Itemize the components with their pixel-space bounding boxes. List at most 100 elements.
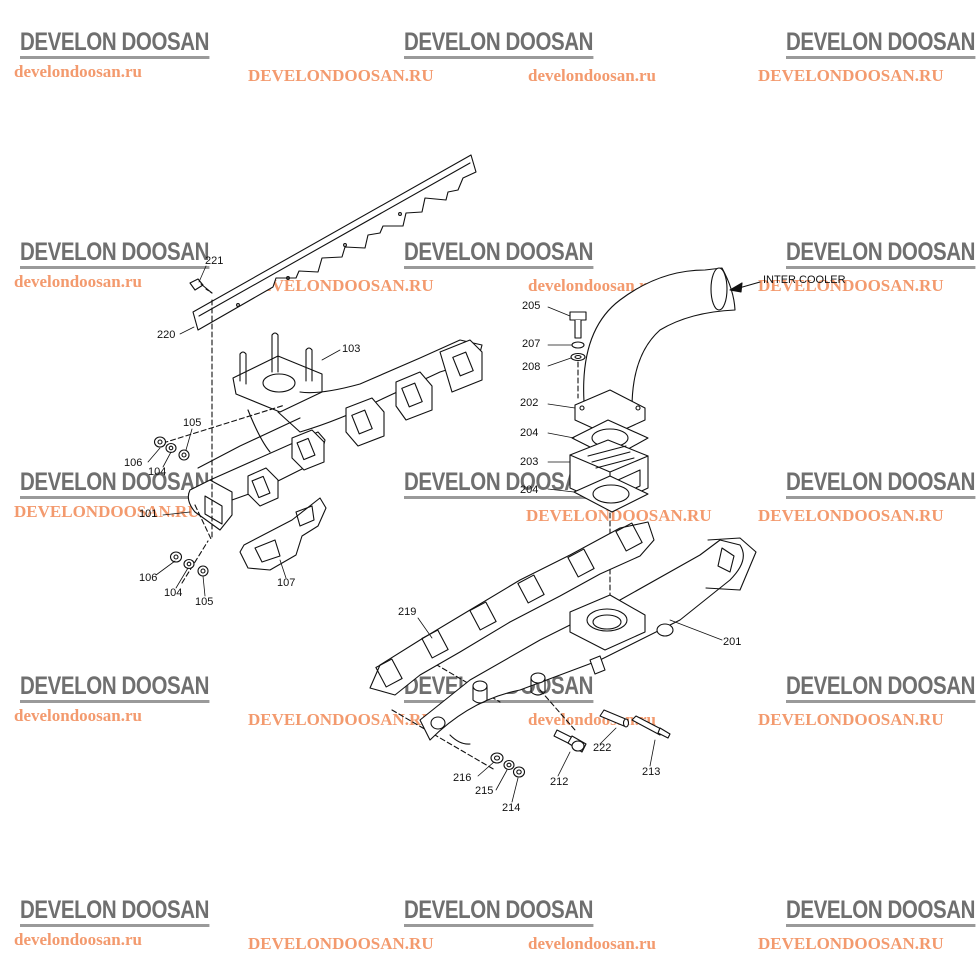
watermark-brand: DEVELON DOOSAN bbox=[404, 238, 593, 269]
callout-101: 101 bbox=[139, 508, 158, 520]
alignment-lines bbox=[162, 299, 611, 771]
watermark-logo: DEVELON DOOSAN bbox=[14, 894, 214, 928]
inter-cooler-arrow bbox=[729, 281, 761, 293]
exhaust-manifold-101 bbox=[187, 417, 326, 542]
watermark-tile: DEVELONDOOSAN.RU bbox=[248, 26, 448, 106]
watermark-tile: develondoosan.ru bbox=[528, 236, 728, 316]
callout-220: 220 bbox=[157, 329, 176, 341]
watermark-url: DEVELONDOOSAN.RU bbox=[248, 710, 434, 729]
leader-lines bbox=[147, 265, 723, 803]
watermark-logo: DEVELON DOOSAN bbox=[14, 236, 214, 270]
callout-214: 214 bbox=[502, 802, 521, 814]
callout-204: 204 bbox=[520, 484, 539, 496]
watermark-url: DEVELONDOOSAN.RU bbox=[758, 506, 944, 525]
watermark-tile: DEVELON DOOSAN bbox=[398, 894, 598, 974]
watermark-tile: develondoosan.ru bbox=[528, 26, 728, 106]
watermark-url: develondoosan.ru bbox=[14, 62, 142, 81]
watermark-tile: DEVELON DOOSAN develondoosan.ru bbox=[14, 26, 214, 106]
watermark-url: develondoosan.ru bbox=[528, 276, 656, 295]
watermark-logo: DEVELON DOOSAN bbox=[14, 26, 214, 60]
watermark-brand: DEVELON DOOSAN bbox=[786, 896, 975, 927]
callout-203: 203 bbox=[520, 456, 539, 468]
watermark-brand: DEVELON DOOSAN bbox=[786, 238, 975, 269]
callout-201: 201 bbox=[723, 636, 742, 648]
heat-shield-220 bbox=[192, 154, 477, 331]
watermark-url: DEVELONDOOSAN.RU bbox=[758, 66, 944, 85]
watermark-url: DEVELONDOOSAN.RU bbox=[248, 276, 434, 295]
callout-106: 106 bbox=[124, 457, 143, 469]
watermark-logo: DEVELON DOOSAN bbox=[780, 466, 980, 500]
intake-manifold-201 bbox=[419, 537, 757, 745]
callout-213: 213 bbox=[642, 766, 661, 778]
callout-219: 219 bbox=[398, 606, 417, 618]
inter-cooler-label: INTER COOLER bbox=[763, 274, 846, 286]
watermark-tile: DEVELONDOOSAN.RU bbox=[248, 894, 448, 974]
watermark-logo: DEVELON DOOSAN bbox=[780, 670, 980, 704]
watermark-tile: DEVELON DOOSAN develondoosan.ru bbox=[14, 894, 214, 974]
watermark-logo: DEVELON DOOSAN bbox=[14, 466, 214, 500]
callout-221: 221 bbox=[205, 255, 224, 267]
watermark-brand: DEVELON DOOSAN bbox=[20, 468, 209, 499]
watermark-tile: DEVELON DOOSAN DEVELONDOOSAN.RU bbox=[14, 466, 214, 546]
watermark-url: DEVELONDOOSAN.RU bbox=[758, 276, 944, 295]
watermark-brand: DEVELON DOOSAN bbox=[404, 468, 593, 499]
callout-205: 205 bbox=[522, 300, 541, 312]
watermark-logo: DEVELON DOOSAN bbox=[780, 236, 980, 270]
watermark-brand: DEVELON DOOSAN bbox=[20, 238, 209, 269]
bolt-washers-205-207-208 bbox=[569, 311, 587, 362]
watermark-logo: DEVELON DOOSAN bbox=[398, 894, 598, 928]
callout-207: 207 bbox=[522, 338, 541, 350]
watermark-tile: DEVELONDOOSAN.RU bbox=[758, 466, 980, 546]
exhaust-manifold-103 bbox=[232, 332, 483, 453]
watermark-url: develondoosan.ru bbox=[14, 930, 142, 949]
callout-103: 103 bbox=[342, 343, 361, 355]
callout-104: 104 bbox=[164, 587, 183, 599]
watermark-tile: develondoosan.ru bbox=[528, 894, 728, 974]
watermark-tile: DEVELON DOOSAN bbox=[780, 894, 980, 974]
watermark-brand: DEVELON DOOSAN bbox=[404, 28, 593, 59]
callout-104: 104 bbox=[148, 466, 167, 478]
watermark-url: develondoosan.ru bbox=[528, 934, 656, 953]
gasket-219 bbox=[369, 521, 655, 696]
watermark-logo: DEVELON DOOSAN bbox=[780, 26, 980, 60]
callout-222: 222 bbox=[593, 742, 612, 754]
callout-216: 216 bbox=[453, 772, 472, 784]
elbow-pipe-202 bbox=[574, 267, 736, 437]
nut-washer-set-214-216 bbox=[490, 752, 526, 778]
watermark-url: DEVELONDOOSAN.RU bbox=[248, 934, 434, 953]
watermark-tile: DEVELON DOOSAN bbox=[398, 236, 598, 316]
callout-215: 215 bbox=[475, 785, 494, 797]
gasket-204-lower bbox=[573, 475, 649, 513]
bolt-212 bbox=[553, 729, 587, 753]
callout-105: 105 bbox=[195, 596, 214, 608]
watermark-tile: DEVELON DOOSAN bbox=[398, 26, 598, 106]
watermark-logo: DEVELON DOOSAN bbox=[780, 894, 980, 928]
watermark-tile: DEVELON DOOSAN bbox=[780, 26, 980, 106]
nut-washer-set-lower bbox=[169, 551, 209, 577]
watermark-tile: DEVELONDOOSAN.RU bbox=[758, 236, 980, 316]
watermark-tile: DEVELON DOOSAN bbox=[780, 466, 980, 546]
watermark-brand: DEVELON DOOSAN bbox=[786, 468, 975, 499]
callout-204: 204 bbox=[520, 427, 539, 439]
watermark-tile: DEVELON DOOSAN develondoosan.ru bbox=[14, 670, 214, 750]
watermark-brand: DEVELON DOOSAN bbox=[786, 672, 975, 703]
watermark-url: develondoosan.ru bbox=[14, 706, 142, 725]
sleeve-222 bbox=[599, 709, 630, 728]
callout-202: 202 bbox=[520, 397, 539, 409]
watermark-url: DEVELONDOOSAN.RU bbox=[526, 506, 712, 525]
watermark-url: DEVELONDOOSAN.RU bbox=[758, 710, 944, 729]
watermark-logo: DEVELON DOOSAN bbox=[14, 670, 214, 704]
watermark-tile: DEVELONDOOSAN.RU bbox=[526, 466, 726, 546]
callout-208: 208 bbox=[522, 361, 541, 373]
watermark-brand: DEVELON DOOSAN bbox=[20, 28, 209, 59]
watermark-tile: DEVELONDOOSAN.RU bbox=[248, 236, 448, 316]
watermark-tile: DEVELONDOOSAN.RU bbox=[758, 670, 980, 750]
watermark-logo: DEVELON DOOSAN bbox=[398, 236, 598, 270]
watermark-url: develondoosan.ru bbox=[14, 272, 142, 291]
watermark-url: DEVELONDOOSAN.RU bbox=[14, 502, 200, 521]
watermark-url: DEVELONDOOSAN.RU bbox=[248, 66, 434, 85]
callout-105: 105 bbox=[183, 417, 202, 429]
watermark-tile: DEVELON DOOSAN bbox=[780, 670, 980, 750]
